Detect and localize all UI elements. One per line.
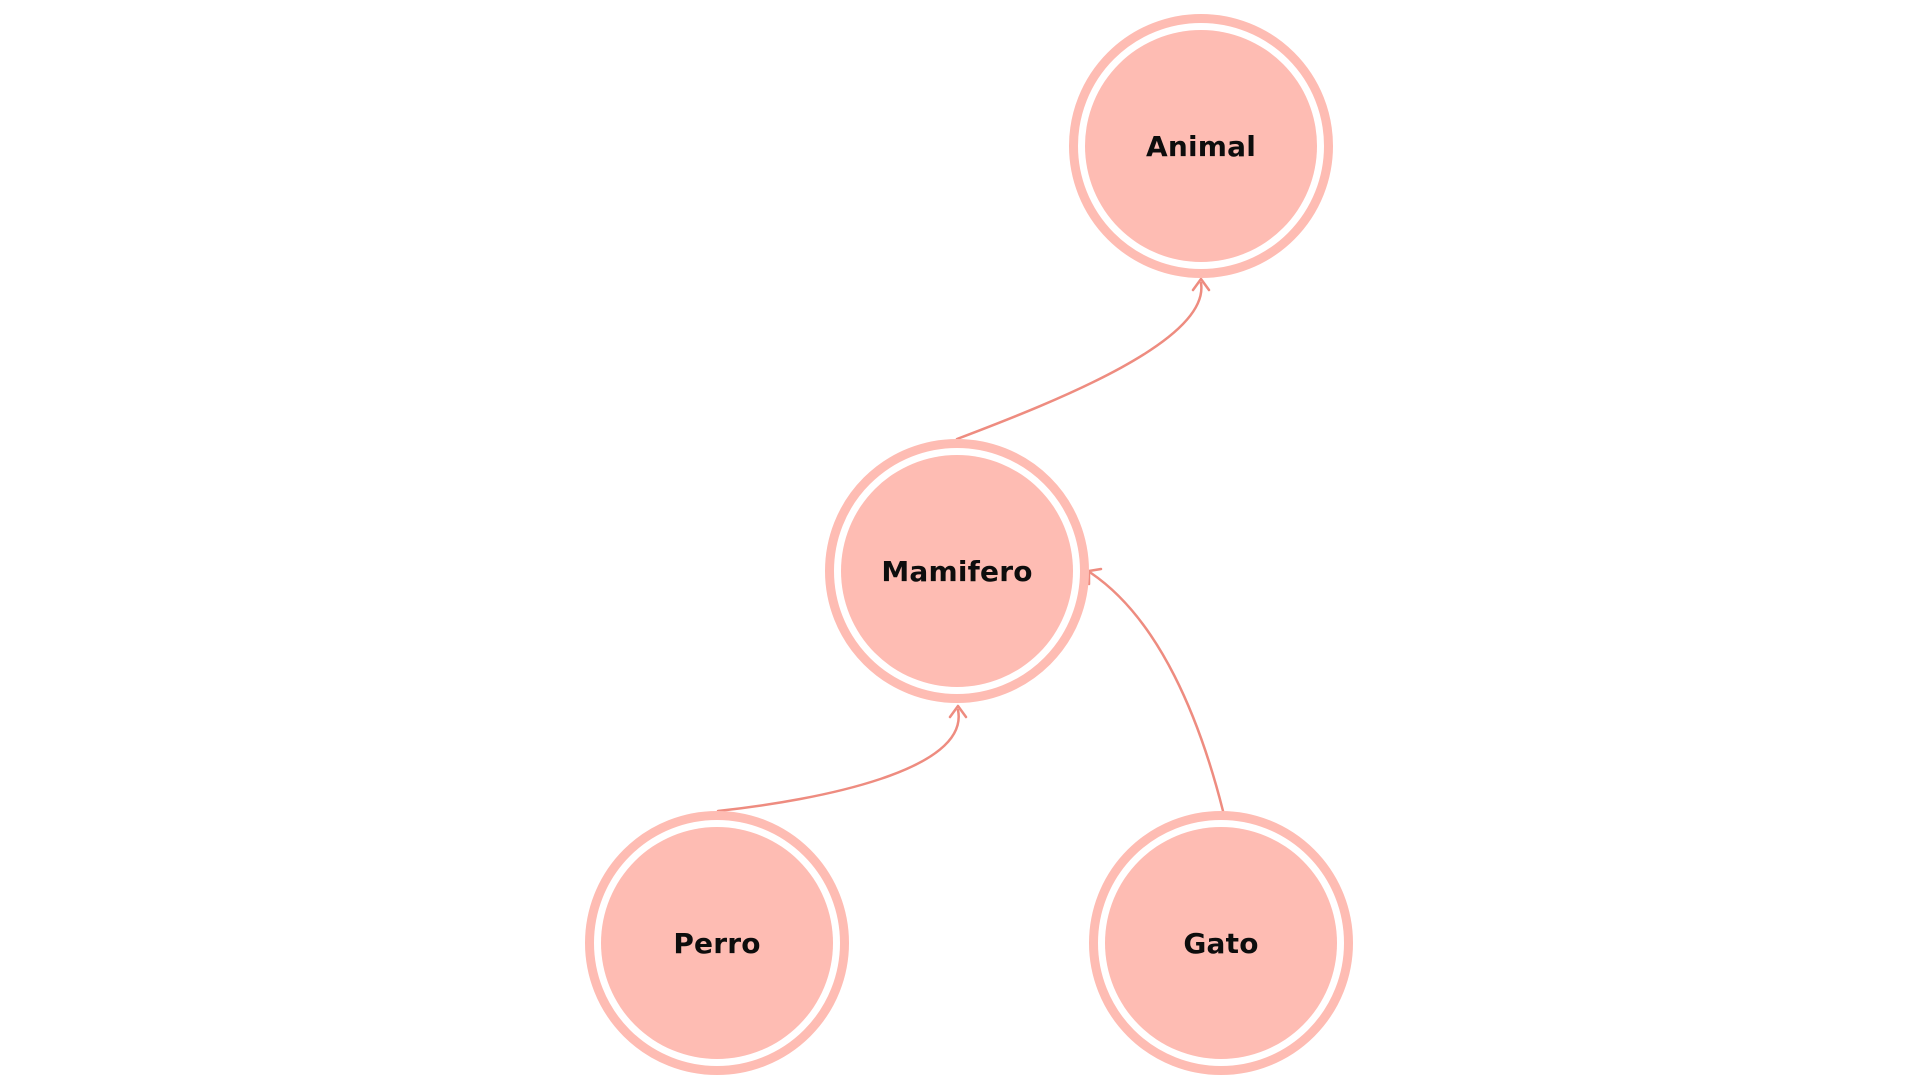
arrowhead-mamifero-bottom-icon bbox=[948, 704, 968, 719]
node-animal[interactable]: Animal bbox=[1069, 14, 1333, 278]
edge-gato-to-mamifero bbox=[1089, 571, 1225, 813]
node-mamifero-circle: Mamifero bbox=[841, 455, 1073, 687]
node-perro[interactable]: Perro bbox=[585, 811, 849, 1075]
arrowhead-animal-icon bbox=[1191, 277, 1211, 292]
edge-mamifero-to-animal bbox=[955, 281, 1203, 441]
node-animal-circle: Animal bbox=[1085, 30, 1317, 262]
node-gato-label: Gato bbox=[1183, 926, 1259, 960]
node-mamifero[interactable]: Mamifero bbox=[825, 439, 1089, 703]
node-gato[interactable]: Gato bbox=[1089, 811, 1353, 1075]
node-mamifero-label: Mamifero bbox=[881, 554, 1033, 588]
edge-perro-to-mamifero bbox=[716, 708, 960, 813]
arrowhead-mamifero-right-icon bbox=[1087, 567, 1103, 586]
node-gato-circle: Gato bbox=[1105, 827, 1337, 1059]
node-animal-label: Animal bbox=[1145, 129, 1257, 163]
node-perro-label: Perro bbox=[673, 926, 761, 960]
node-perro-circle: Perro bbox=[601, 827, 833, 1059]
